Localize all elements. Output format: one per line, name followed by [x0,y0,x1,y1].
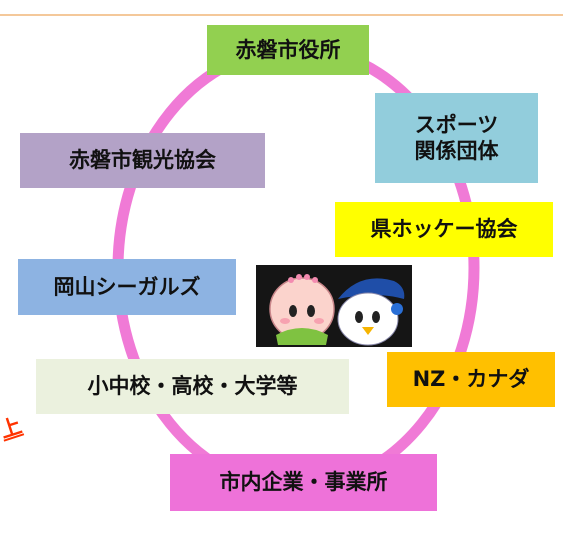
mascot-illustration [269,274,405,346]
tourism-association-box: 赤磐市観光協会 [20,133,265,188]
top-divider [0,14,563,16]
local-companies-box: 市内企業・事業所 [170,454,437,511]
mascot-image [256,265,412,347]
peach-mascot-icon [269,274,335,345]
schools-box: 小中校・高校・大学等 [36,359,349,414]
okayama-seagulls-box: 岡山シーガルズ [18,259,236,315]
bird-mascot-icon [337,278,405,346]
nz-canada-box: NZ・カナダ [387,352,555,407]
city-hall-box: 赤磐市役所 [207,25,369,75]
hockey-association-box: 県ホッケー協会 [335,202,553,257]
sports-organizations-box: スポーツ 関係団体 [375,93,538,183]
